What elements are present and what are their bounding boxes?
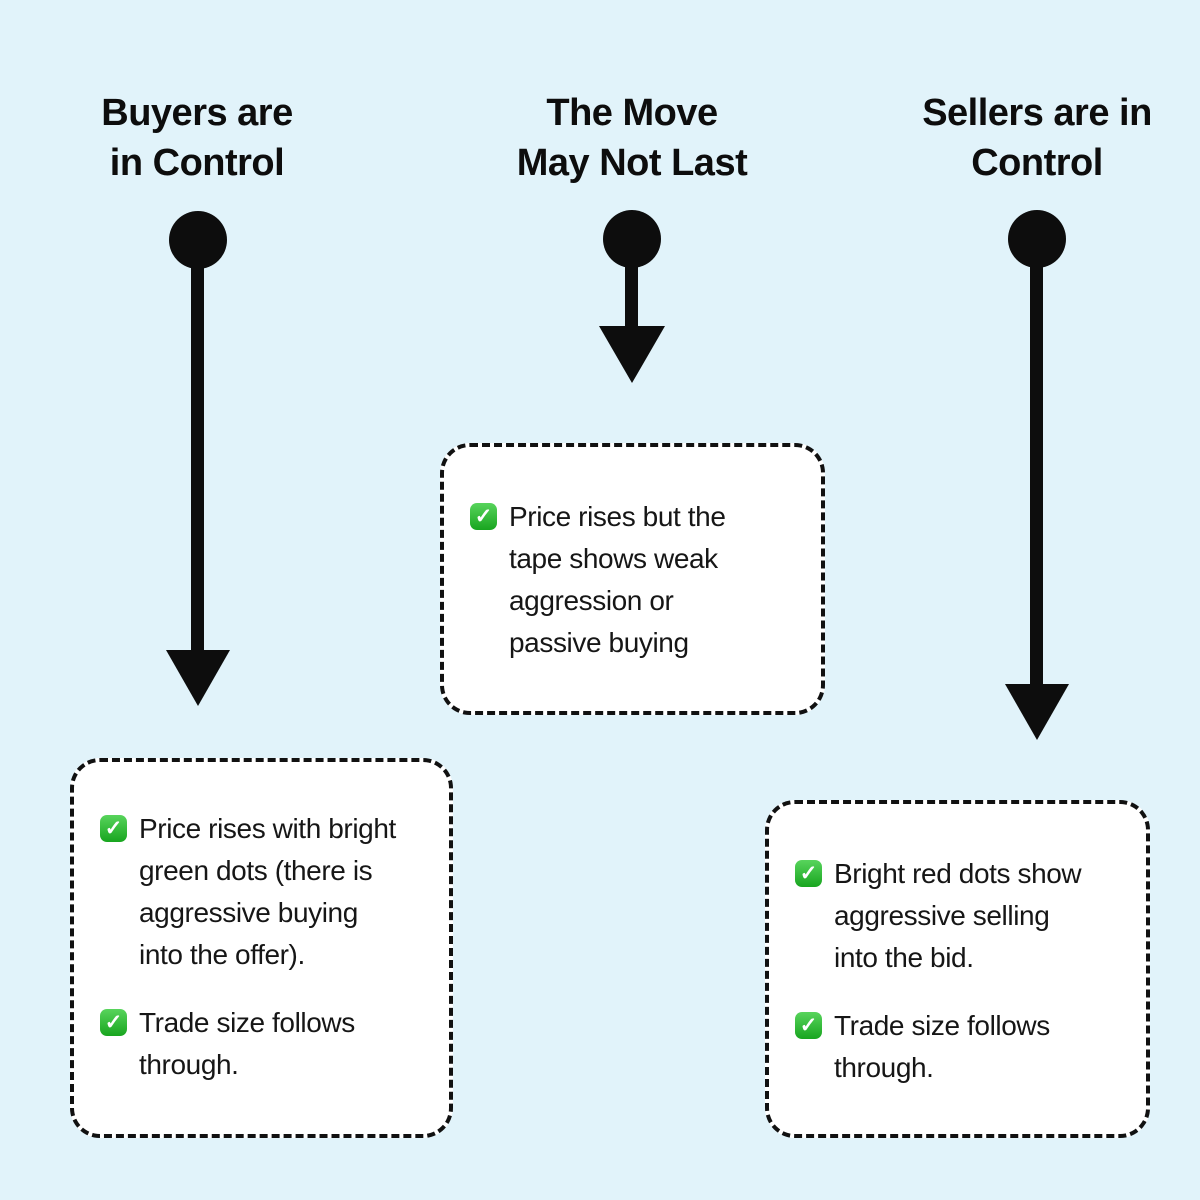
bullet-text: Bright red dots show aggressive selling … (834, 853, 1082, 979)
column-title-sellers: Sellers are in Control (877, 88, 1197, 188)
bullet-line: into the offer). (139, 939, 305, 970)
info-box-move: ✓ Price rises but the tape shows weak ag… (440, 443, 825, 715)
bullet-line: Trade size follows (834, 1010, 1050, 1041)
title-line: May Not Last (516, 142, 748, 184)
title-line: Buyers are (101, 92, 293, 134)
bullet-line: through. (139, 1049, 239, 1080)
bullet-item: ✓ Trade size follows through. (795, 1005, 1122, 1089)
title-line: in Control (109, 142, 285, 184)
arrow-down-icon (166, 650, 230, 706)
bullet-item: ✓ Price rises with bright green dots (th… (100, 808, 425, 976)
bullet-line: Bright red dots show (834, 858, 1082, 889)
bullet-text: Trade size follows through. (834, 1005, 1050, 1089)
bullet-item: ✓ Trade size follows through. (100, 1002, 425, 1086)
check-icon: ✓ (100, 815, 127, 842)
check-icon: ✓ (795, 1012, 822, 1039)
bullet-text: Price rises with bright green dots (ther… (139, 808, 396, 976)
check-icon: ✓ (100, 1009, 127, 1036)
column-title-buyers: Buyers are in Control (37, 88, 357, 188)
title-line: Control (971, 142, 1103, 184)
info-box-sellers: ✓ Bright red dots show aggressive sellin… (765, 800, 1150, 1138)
bullet-line: Price rises but the (509, 501, 726, 532)
bullet-item: ✓ Price rises but the tape shows weak ag… (470, 496, 797, 664)
arrow-shaft-buyers (191, 240, 204, 652)
title-line: Sellers are in (922, 92, 1152, 134)
bullet-line: tape shows weak (509, 543, 718, 574)
bullet-line: Trade size follows (139, 1007, 355, 1038)
bullet-line: aggressive selling (834, 900, 1050, 931)
bullet-line: aggression or (509, 585, 674, 616)
bullet-line: green dots (there is (139, 855, 373, 886)
bullet-line: Price rises with bright (139, 813, 396, 844)
arrow-shaft-sellers (1030, 239, 1043, 687)
arrow-shaft-move (625, 239, 638, 329)
column-title-move: The Move May Not Last (472, 88, 792, 188)
bullet-line: into the bid. (834, 942, 974, 973)
bullet-text: Trade size follows through. (139, 1002, 355, 1086)
bullet-line: aggressive buying (139, 897, 358, 928)
arrow-down-icon (1005, 684, 1069, 740)
check-icon: ✓ (795, 860, 822, 887)
info-box-buyers: ✓ Price rises with bright green dots (th… (70, 758, 453, 1138)
arrow-down-icon (599, 326, 665, 383)
bullet-item: ✓ Bright red dots show aggressive sellin… (795, 853, 1122, 979)
bullet-line: passive buying (509, 627, 689, 658)
bullet-text: Price rises but the tape shows weak aggr… (509, 496, 726, 664)
title-line: The Move (546, 92, 718, 134)
bullet-line: through. (834, 1052, 934, 1083)
check-icon: ✓ (470, 503, 497, 530)
